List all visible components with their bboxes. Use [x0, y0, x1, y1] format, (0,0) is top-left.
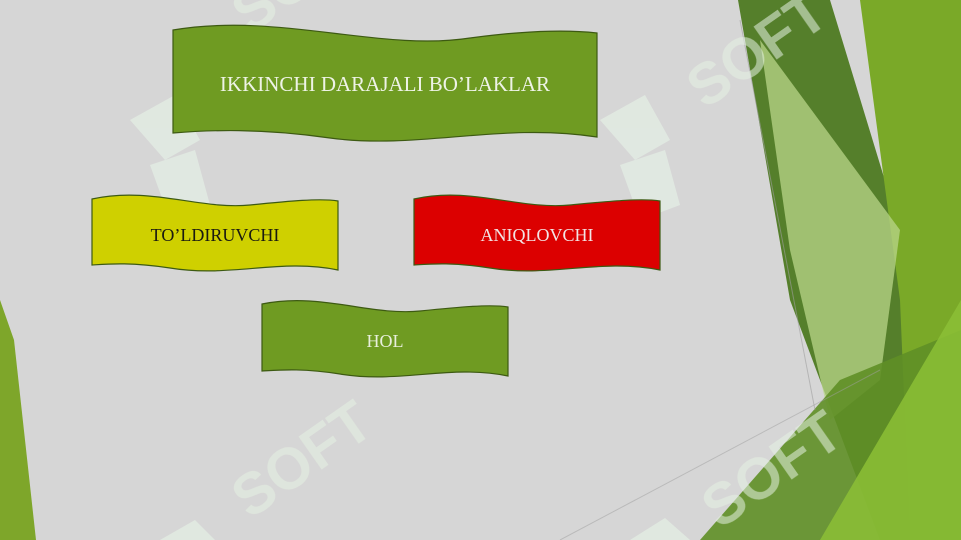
right-facet-lime — [820, 300, 961, 540]
hol-banner — [261, 300, 509, 378]
aniqlovchi-label: ANIQLOVCHI — [480, 225, 594, 245]
toldiruvchi-banner — [91, 194, 339, 272]
title-banner-label: IKKINCHI DARAJALI BO’LAKLAR — [219, 72, 551, 96]
title-banner — [172, 24, 598, 142]
watermark-text-item: SOFT — [220, 389, 384, 531]
aniqlovchi-banner — [413, 194, 661, 272]
hol-label: HOL — [366, 331, 404, 351]
decor-line — [739, 19, 816, 411]
right-facet-light — [760, 40, 900, 420]
left-accent-shape — [0, 300, 36, 540]
decor-line — [559, 369, 881, 540]
toldiruvchi-label: TO’LDIRUVCHI — [150, 225, 280, 245]
